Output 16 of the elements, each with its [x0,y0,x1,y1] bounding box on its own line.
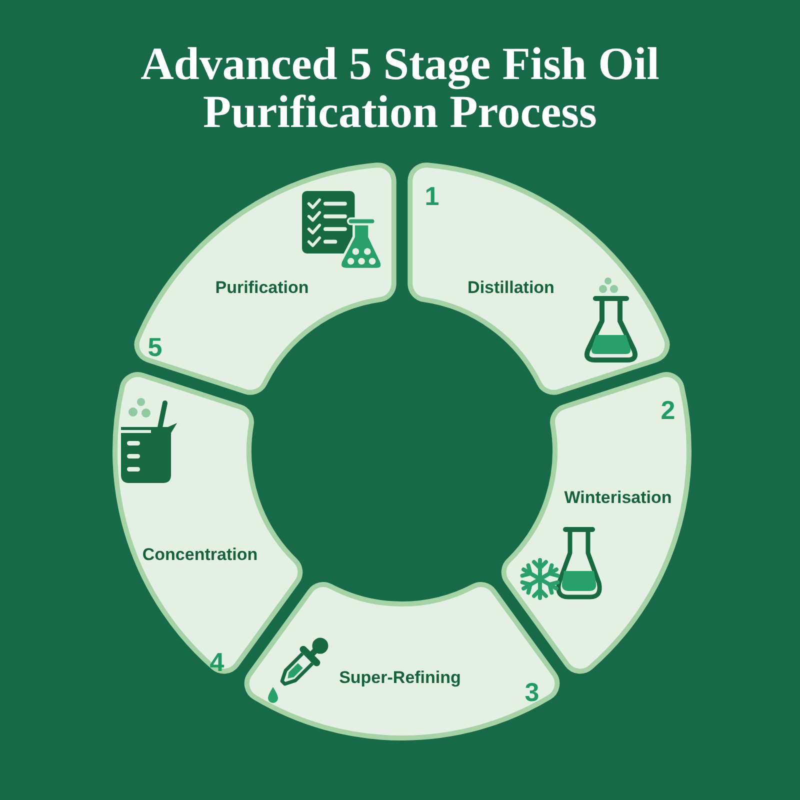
ring-segment [407,162,670,395]
step-label: Super-Refining [339,668,461,688]
step-number: 5 [148,333,162,361]
step-number: 2 [660,396,676,424]
step-label: Distillation [468,278,554,298]
ring-segment [501,372,692,674]
step-number: 3 [524,678,540,706]
step-label: Purification [215,278,309,298]
ring-segment [134,162,397,395]
ring-segment [112,372,303,674]
ring-segment [244,582,560,741]
title: Advanced 5 Stage Fish Oil Purification Process [140,40,660,136]
step-number: 1 [424,182,440,210]
step-number: 4 [210,648,224,676]
step-label: Winterisation [564,488,672,508]
step-label: Concentration [142,545,258,565]
